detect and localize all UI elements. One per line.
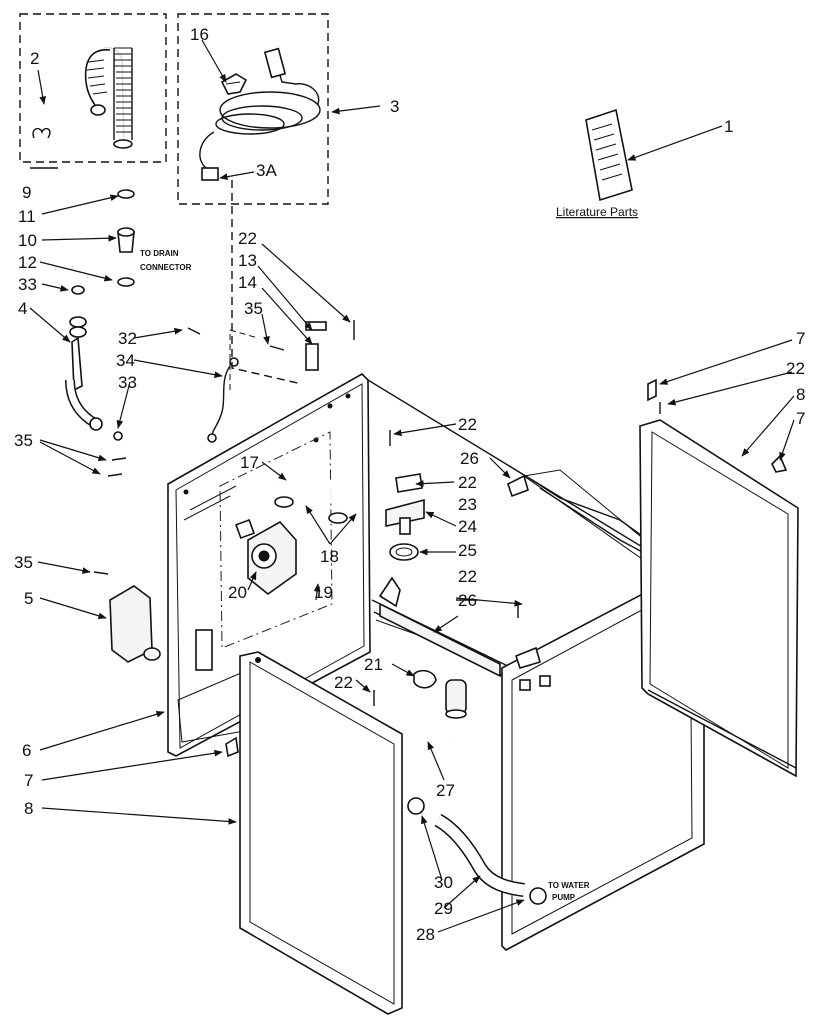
callout-26-b: 26 bbox=[458, 591, 477, 610]
water-pump-hose bbox=[407, 797, 547, 905]
callout-32: 32 bbox=[118, 329, 137, 348]
leader-lines bbox=[29, 39, 795, 933]
callout-34: 34 bbox=[116, 351, 135, 370]
note-drain-line1: TO DRAIN bbox=[140, 249, 179, 258]
callout-7-right-a: 7 bbox=[796, 329, 805, 348]
bracket-13-14 bbox=[305, 343, 319, 371]
power-cord-kit-box bbox=[177, 13, 329, 205]
note-drain-line2: CONNECTOR bbox=[140, 263, 192, 272]
bracket-26-b bbox=[515, 646, 541, 669]
drain-hose-kit-box bbox=[19, 13, 167, 163]
callout-22-c: 22 bbox=[458, 473, 477, 492]
literature-label: Literature Parts bbox=[556, 205, 638, 219]
note-pump-line2: PUMP bbox=[552, 893, 576, 902]
callout-7-right-b: 7 bbox=[796, 409, 805, 428]
callout-22-e: 22 bbox=[334, 673, 353, 692]
air-dome-assembly bbox=[385, 473, 425, 561]
callout-26-a: 26 bbox=[460, 449, 479, 468]
callout-11: 11 bbox=[18, 207, 36, 226]
screw-35-c bbox=[93, 571, 109, 575]
callout-16: 16 bbox=[190, 25, 209, 44]
clip-7-c bbox=[225, 736, 239, 758]
screw-32 bbox=[187, 327, 201, 335]
callout-35-c: 35 bbox=[244, 299, 263, 318]
callout-2: 2 bbox=[30, 49, 39, 68]
callout-27: 27 bbox=[436, 781, 455, 800]
callout-9: 9 bbox=[22, 183, 31, 202]
drain-connector bbox=[117, 189, 135, 287]
callout-23: 23 bbox=[458, 495, 477, 514]
callout-22-b: 22 bbox=[458, 415, 477, 434]
screw-35-b bbox=[269, 345, 285, 351]
washer-33-top bbox=[71, 285, 85, 295]
power-cord bbox=[199, 47, 321, 181]
note-pump-line1: TO WATER bbox=[548, 881, 590, 890]
strain-relief-part bbox=[220, 73, 248, 95]
callout-6: 6 bbox=[22, 741, 31, 760]
callout-5: 5 bbox=[24, 589, 33, 608]
water-pump bbox=[235, 519, 297, 596]
drain-hose-27 bbox=[397, 679, 467, 747]
callout-25: 25 bbox=[458, 541, 477, 560]
callout-22-f: 22 bbox=[786, 359, 805, 378]
callout-24: 24 bbox=[458, 517, 477, 536]
hose-clip-part bbox=[32, 127, 51, 139]
front-panel bbox=[239, 651, 403, 1015]
bracket-26-a bbox=[507, 474, 529, 498]
callout-19: 19 bbox=[314, 583, 333, 602]
side-panel-right bbox=[639, 419, 799, 778]
callout-30: 30 bbox=[434, 873, 453, 892]
callout-13: 13 bbox=[238, 251, 257, 270]
callout-17: 17 bbox=[240, 453, 259, 472]
clip-7-b bbox=[771, 454, 788, 473]
callout-10: 10 bbox=[18, 231, 37, 250]
cord-routing-line bbox=[231, 180, 303, 385]
callout-14: 14 bbox=[238, 273, 257, 292]
callout-33-top: 33 bbox=[18, 275, 37, 294]
callout-35-a: 35 bbox=[14, 431, 33, 450]
harness-19 bbox=[229, 329, 259, 390]
callout-7-left: 7 bbox=[24, 771, 33, 790]
inlet-hose-part bbox=[65, 316, 103, 431]
ground-wire bbox=[211, 365, 231, 437]
callout-8-left: 8 bbox=[24, 799, 33, 818]
drain-pump-5 bbox=[109, 585, 161, 663]
pump-mount-area bbox=[219, 431, 333, 649]
callout-35-b: 35 bbox=[14, 553, 33, 572]
washer-33-bottom bbox=[113, 431, 123, 441]
callout-8-right: 8 bbox=[796, 385, 805, 404]
callout-1: 1 bbox=[724, 117, 733, 136]
hose-clamp-21 bbox=[413, 669, 437, 689]
callout-33-bottom: 33 bbox=[118, 373, 137, 392]
screws-35-a bbox=[107, 457, 127, 477]
callout-4: 4 bbox=[18, 299, 27, 318]
callout-21: 21 bbox=[364, 655, 383, 674]
callout-29: 29 bbox=[434, 899, 453, 918]
drain-hose bbox=[84, 47, 133, 149]
callout-12: 12 bbox=[18, 253, 37, 272]
callout-20: 20 bbox=[228, 583, 247, 602]
callout-22-d: 22 bbox=[458, 567, 477, 586]
literature-booklet bbox=[585, 108, 633, 202]
callout-3a: 3A bbox=[256, 161, 277, 180]
callout-28: 28 bbox=[416, 925, 435, 944]
callout-22-a: 22 bbox=[238, 229, 257, 248]
clip-7-a bbox=[647, 378, 657, 402]
callout-3: 3 bbox=[390, 97, 399, 116]
callout-18: 18 bbox=[320, 547, 339, 566]
